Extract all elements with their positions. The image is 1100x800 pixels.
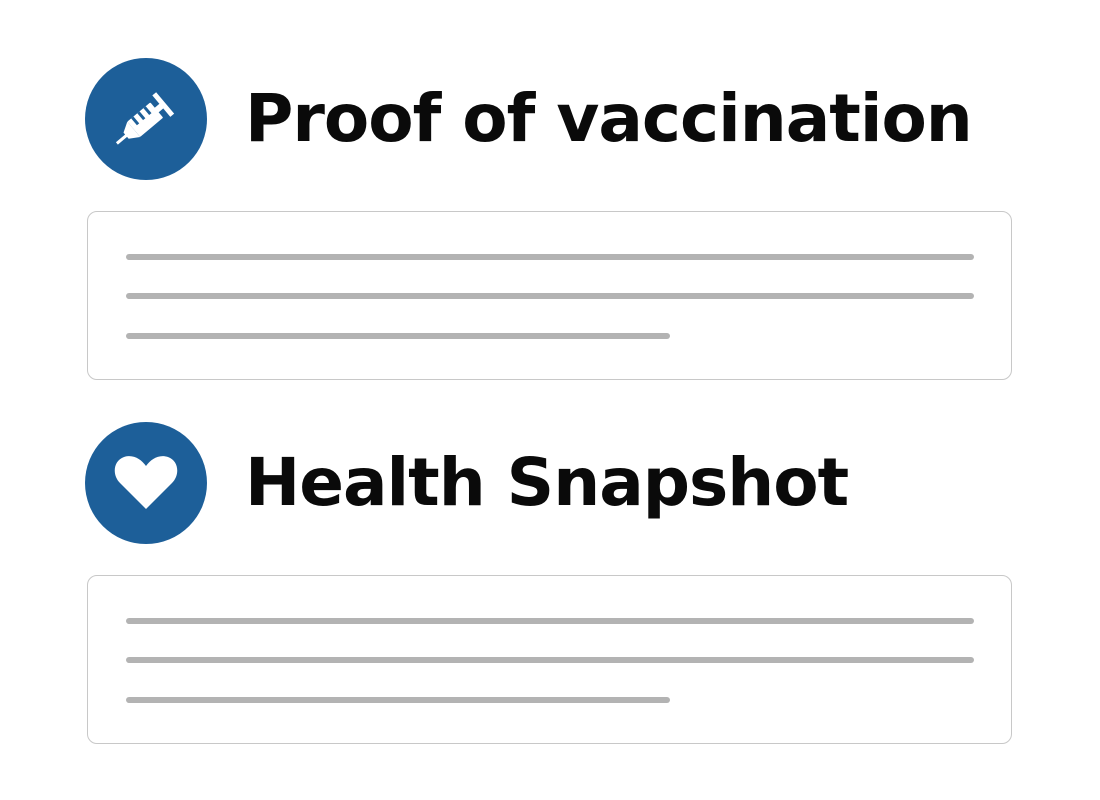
placeholder-line xyxy=(126,293,974,299)
section-title: Proof of vaccination xyxy=(245,80,973,157)
placeholder-line xyxy=(126,333,670,339)
syringe-icon xyxy=(115,92,175,145)
heart-icon xyxy=(114,456,178,509)
health-snapshot-card xyxy=(87,575,1012,744)
vaccination-icon-badge xyxy=(85,58,207,180)
placeholder-line xyxy=(126,657,974,663)
section-header-vaccination: Proof of vaccination xyxy=(85,57,973,181)
section-header-health-snapshot: Health Snapshot xyxy=(85,421,849,545)
placeholder-line xyxy=(126,618,974,624)
health-icon-badge xyxy=(85,422,207,544)
section-title: Health Snapshot xyxy=(245,444,849,521)
placeholder-line xyxy=(126,254,974,260)
placeholder-line xyxy=(126,697,670,703)
vaccination-card xyxy=(87,211,1012,380)
